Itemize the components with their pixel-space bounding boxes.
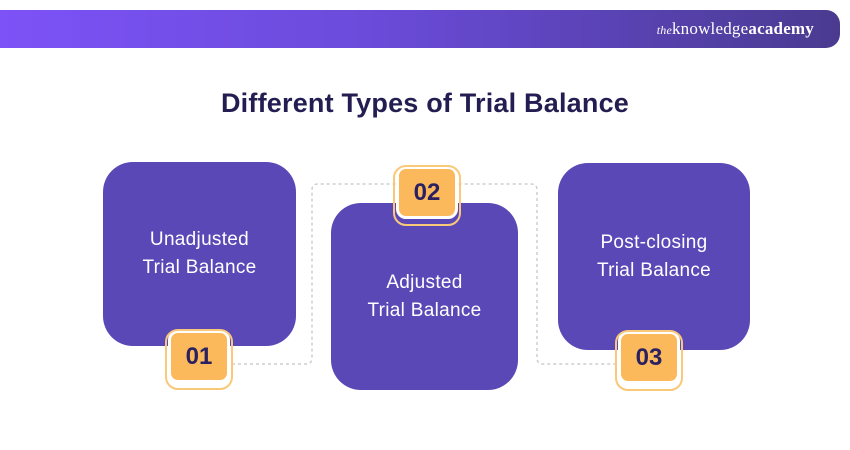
page-title: Different Types of Trial Balance [220,88,629,118]
card-label-line: Trial Balance [596,259,712,281]
badge-number-01: 01 [165,329,233,390]
card-post-closing-trial-balance: Post-closing Trial Balance [558,163,750,350]
card-label-line: Trial Balance [142,257,257,278]
card-unadjusted-trial-balance: Unadjusted Trial Balance [103,162,296,346]
logo-the: the [656,23,672,37]
card-label-line: Adjusted [386,271,463,293]
card-adjusted-trial-balance: Adjusted Trial Balance [331,203,518,390]
header-bar: theknowledgeacademy [0,10,840,48]
card-label-line: Unadjusted [149,229,250,250]
badge-number-text: 02 [413,178,441,206]
logo-knowledge: knowledge [671,19,749,38]
brand-logo: theknowledgeacademy [657,19,814,39]
card-label-line: Trial Balance [367,299,482,321]
card-label: Post-closing Trial Balance [597,229,711,285]
badge-number-text: 03 [635,343,663,371]
logo-academy: academy [748,19,814,38]
card-label: Adjusted Trial Balance [367,269,481,325]
badge-number-03: 03 [615,330,683,391]
badge-number-text: 01 [185,342,213,370]
card-label: Unadjusted Trial Balance [142,226,256,282]
card-label-line: Post-closing [600,231,708,253]
badge-number-02: 02 [393,165,461,226]
